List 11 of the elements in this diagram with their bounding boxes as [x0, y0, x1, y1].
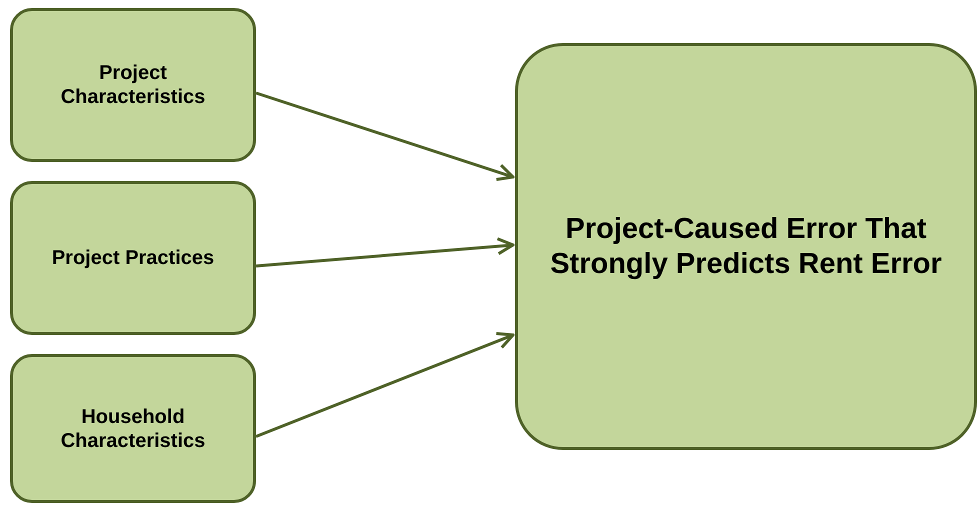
process-box — [515, 43, 977, 450]
box-label: Project Characteristics — [60, 61, 206, 109]
process-box — [10, 181, 256, 335]
process-box — [10, 8, 256, 162]
arrow — [255, 332, 514, 438]
box-label: Project Practices — [52, 246, 214, 270]
arrow — [256, 92, 514, 181]
arrow — [256, 237, 514, 268]
box-label: Household Characteristics — [60, 404, 206, 452]
box-label: Project-Caused Error That Strongly Predicts Rent Error — [549, 212, 943, 282]
process-box — [10, 354, 256, 503]
